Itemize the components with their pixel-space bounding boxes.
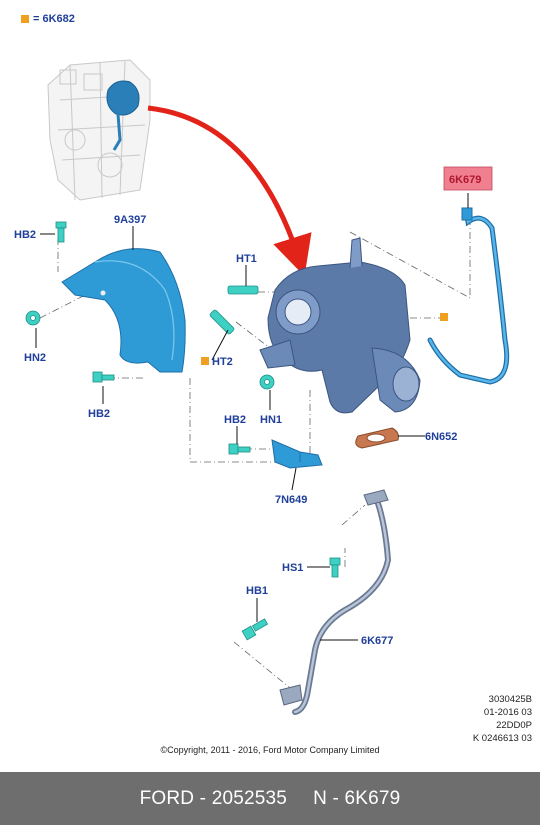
gasket-6n652 — [355, 427, 399, 449]
label-9a397: 9A397 — [114, 214, 146, 226]
meta-line: 3030425B — [488, 694, 532, 705]
highlight-box-6k679 — [443, 166, 493, 191]
label-hn1: HN1 — [260, 414, 282, 426]
oil-feed-pipe-6k679 — [427, 207, 510, 385]
label-pointers — [35, 193, 469, 641]
nut-hn2-icon — [25, 310, 41, 326]
engine-overview-illustration — [47, 59, 151, 201]
footer-bar: FORD - 2052535 N - 6K679 — [0, 772, 540, 825]
bolt-hs1-icon — [329, 557, 341, 578]
stud-ht1-icon — [227, 285, 259, 295]
footer-part-number: FORD - 2052535 — [139, 787, 288, 809]
bracket-7n649 — [271, 439, 323, 469]
bolt-hb2-low-icon — [228, 443, 251, 455]
footer-base-part: N - 6K679 — [313, 787, 401, 809]
label-7n649: 7N649 — [275, 494, 307, 506]
bolt-hb1-icon — [241, 618, 269, 641]
drawing-reference: 3030425B 01-2016 03 22DD0P K 0246613 03 — [473, 693, 532, 745]
red-pointer-arrow — [147, 105, 312, 277]
meta-line: 01-2016 03 — [483, 707, 532, 718]
fasteners — [25, 221, 341, 641]
legend-marker — [21, 15, 29, 23]
label-hn2: HN2 — [24, 352, 46, 364]
label-hb2-low: HB2 — [224, 414, 246, 426]
label-6k679: 6K679 — [449, 174, 481, 186]
stud-ht2-icon — [209, 309, 235, 335]
label-hb2-top: HB2 — [14, 229, 36, 241]
engine-turbo-highlight — [106, 80, 140, 151]
label-hb2-mid: HB2 — [88, 408, 110, 420]
copyright-notice: ©Copyright, 2011 - 2016, Ford Motor Comp… — [160, 745, 380, 755]
oil-return-pipe-6k677 — [279, 489, 392, 715]
label-6k677: 6K677 — [361, 635, 393, 647]
orange-marker-6k682-turbo — [440, 313, 448, 321]
legend: = 6K682 — [21, 13, 75, 25]
label-ht1: HT1 — [236, 253, 257, 265]
orange-marker-6k682-ht2 — [201, 357, 209, 365]
meta-line: K 0246613 03 — [472, 733, 532, 744]
bolt-hb2-mid-icon — [92, 371, 115, 383]
label-ht2: HT2 — [212, 356, 233, 368]
label-6n652: 6N652 — [425, 431, 457, 443]
bolt-hb2-top-icon — [55, 221, 67, 243]
label-hb1: HB1 — [246, 585, 268, 597]
nut-hn1-icon — [259, 374, 275, 390]
label-hs1: HS1 — [282, 562, 303, 574]
turbocharger-illustration — [259, 237, 421, 414]
legend-text: = 6K682 — [33, 13, 75, 25]
heat-shield-9a397 — [61, 248, 186, 373]
meta-line: 22DD0P — [496, 720, 532, 731]
